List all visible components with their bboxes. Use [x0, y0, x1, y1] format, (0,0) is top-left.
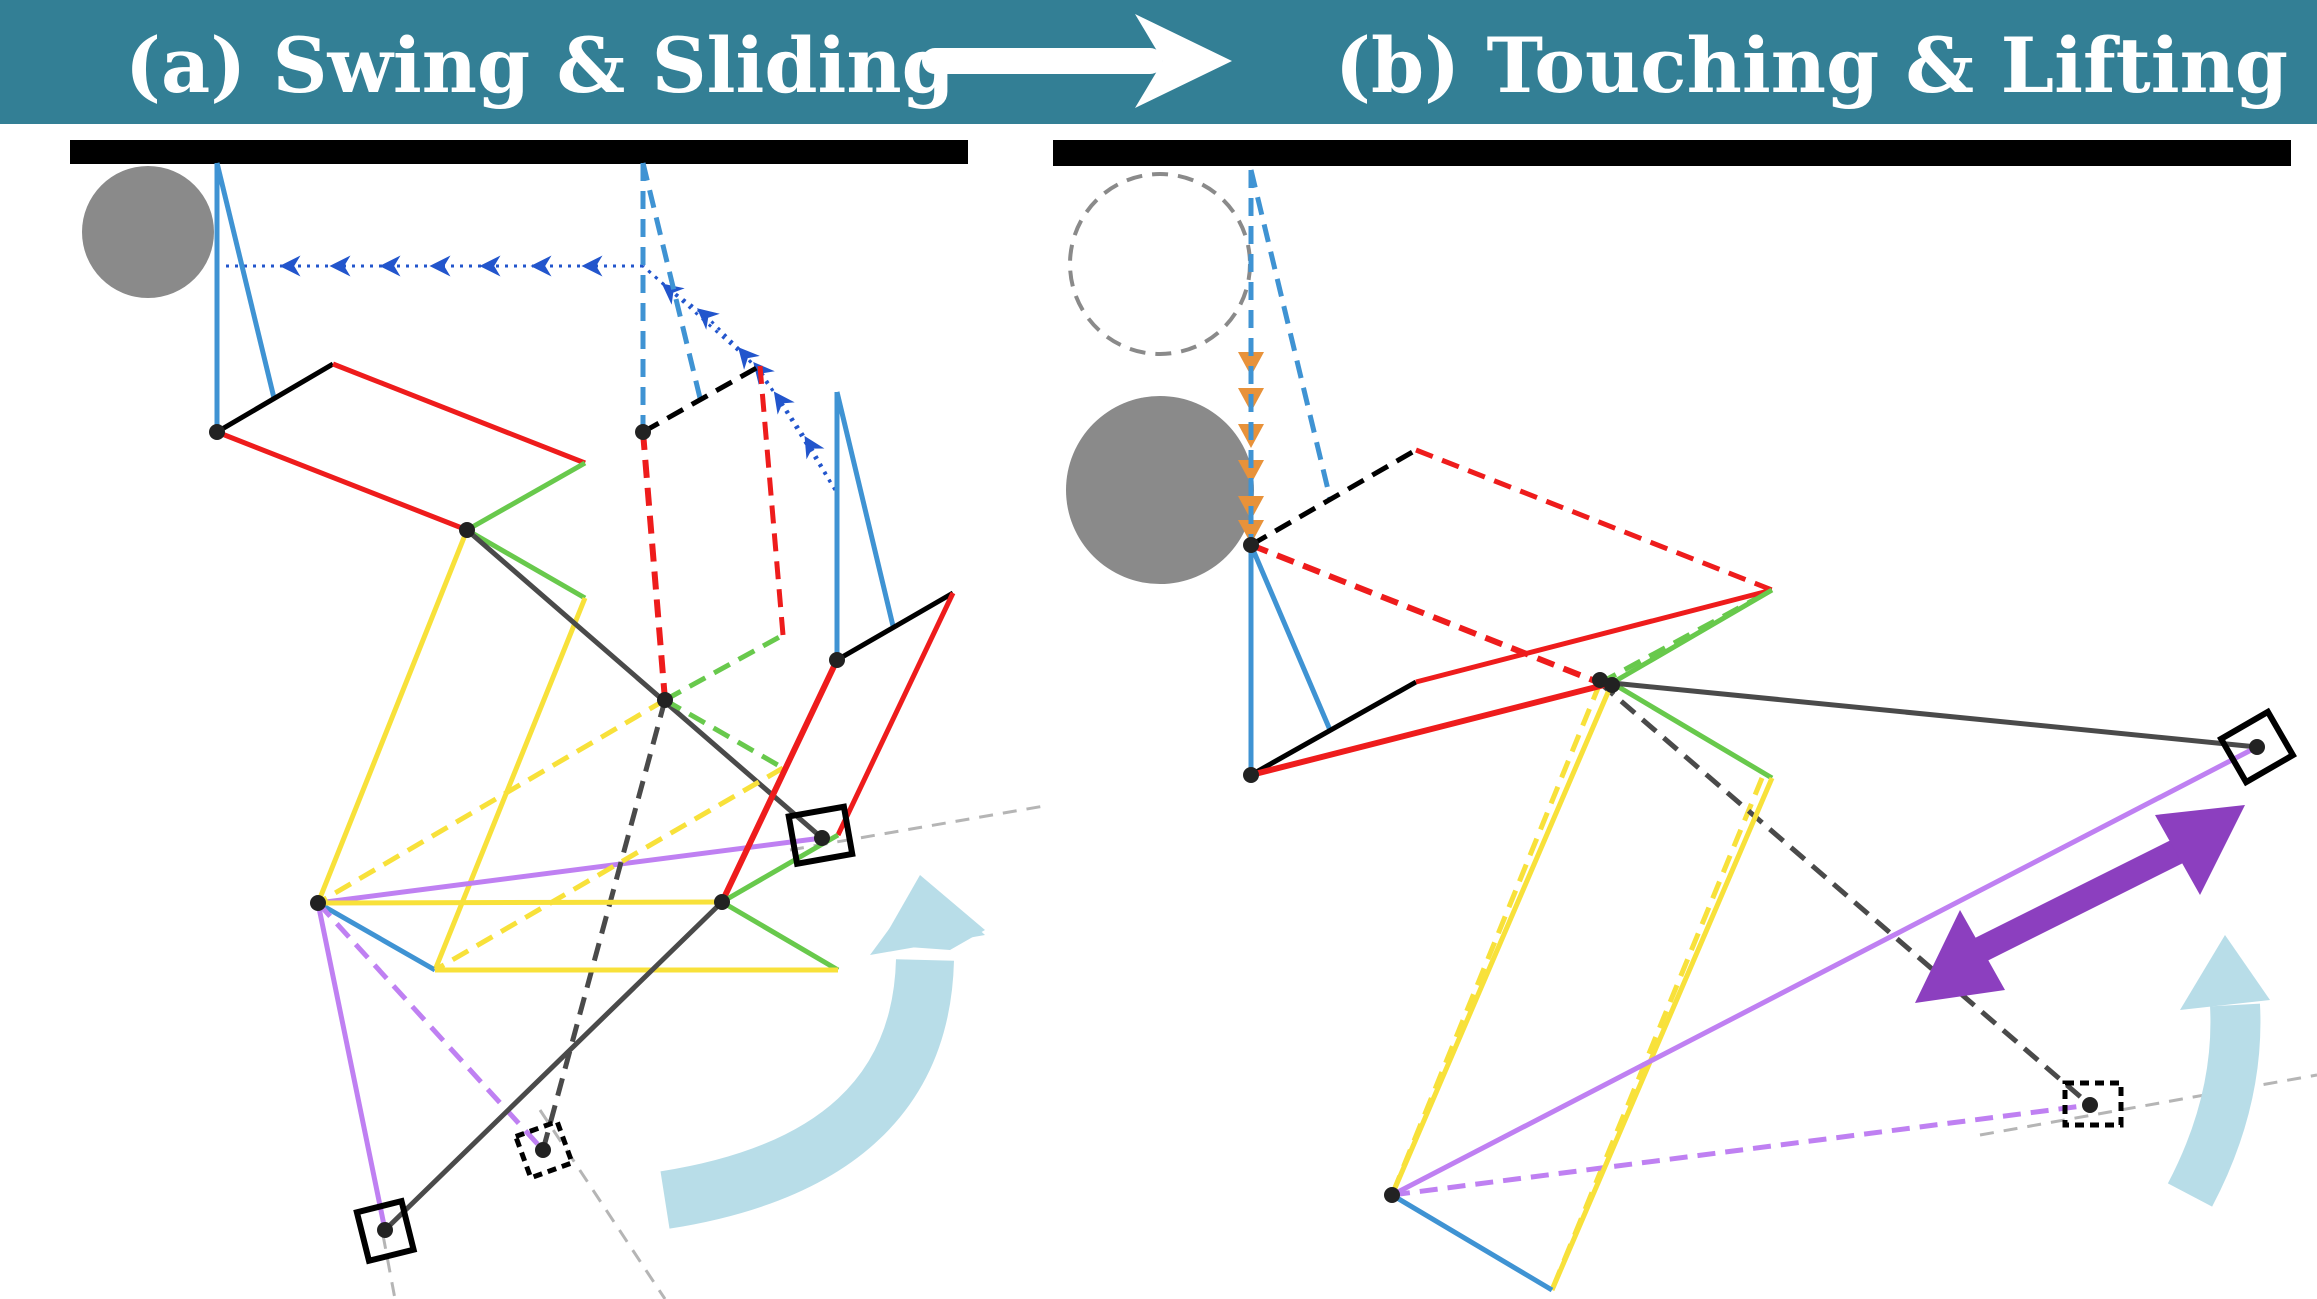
arm-config-b-solid [1248, 544, 2259, 1293]
end-effector-box-dashed [512, 1118, 576, 1182]
ceiling-bar-a [70, 140, 968, 164]
ball-icon [82, 166, 214, 298]
joints-a [209, 424, 845, 1238]
arm-config-b-dashed [1248, 169, 2092, 1291]
arm-config-2 [316, 162, 786, 1152]
end-effector-box-bottom [353, 1197, 418, 1265]
dotted-trajectory [220, 255, 837, 491]
curved-arrow-icon [660, 875, 985, 1229]
panel-b [1053, 140, 2317, 1293]
ball-icon-b [1066, 396, 1254, 584]
end-effector-box-b-dashed [2062, 1080, 2124, 1128]
panel-b-title: (b) Touching & Lifting [1335, 21, 2288, 110]
panel-a [70, 140, 1051, 1299]
guide-lines-a [381, 803, 1051, 1299]
ceiling-bar-b [1053, 140, 2291, 166]
joints-b [1243, 537, 2265, 1203]
end-effector-box-b-solid [2217, 707, 2297, 787]
header-banner: (a) Swing & Sliding (b) Touching & Lifti… [0, 0, 2317, 124]
double-headed-arrow-icon [1915, 805, 2245, 1003]
guide-line-b [1979, 1073, 2317, 1137]
right-arrow-icon [922, 14, 1232, 108]
end-effector-box-solid [785, 803, 856, 868]
ball-outline-icon [1068, 172, 1252, 356]
arm-config-1 [214, 162, 824, 973]
curved-arrow-icon-b [2167, 935, 2270, 1207]
panel-a-title: (a) Swing & Sliding [125, 21, 955, 110]
arm-config-3 [315, 391, 956, 1232]
